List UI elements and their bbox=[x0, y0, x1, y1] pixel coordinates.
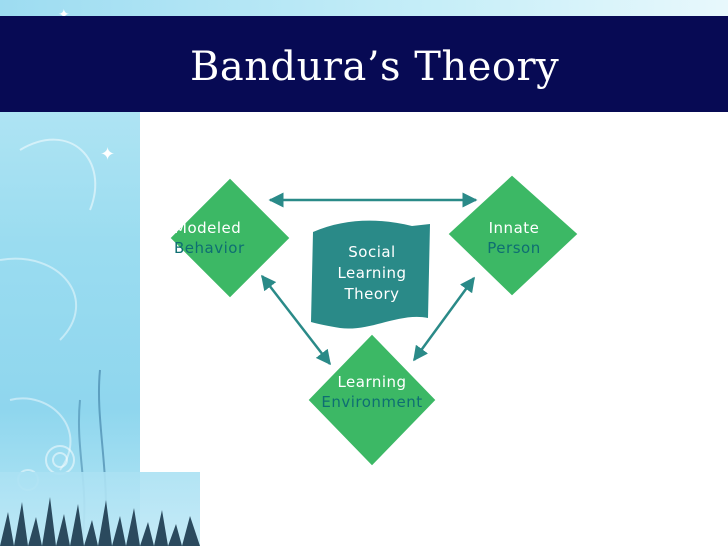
top-decoration-strip bbox=[0, 0, 728, 16]
node-modeled-behavior-label: Modeled Behavior bbox=[174, 218, 284, 258]
node-label-line2: Environment bbox=[321, 393, 423, 411]
node-label-line1: Innate bbox=[488, 219, 540, 237]
grass-decoration-icon bbox=[0, 497, 200, 546]
title-bar bbox=[0, 16, 728, 112]
sparkle-icon: ✦ bbox=[100, 144, 116, 165]
node-label-line2: Behavior bbox=[174, 239, 245, 257]
arrow-person-environment bbox=[412, 276, 476, 362]
social-learning-theory-scroll bbox=[311, 220, 430, 329]
diamond-innate-person bbox=[447, 174, 579, 297]
diamond-learning-environment bbox=[307, 333, 437, 467]
sparkle-icon: ✦ bbox=[58, 7, 70, 23]
node-label-line1: Modeled bbox=[174, 219, 242, 237]
diamond-modeled-behavior bbox=[169, 177, 291, 299]
slide-title: Bandura’s Theory bbox=[190, 44, 560, 90]
arrow-behavior-environment bbox=[261, 274, 331, 366]
node-label-line1: Learning bbox=[337, 373, 407, 391]
bottom-decoration-panel bbox=[0, 472, 200, 546]
node-innate-person-label: Innate Person bbox=[472, 218, 556, 258]
center-label: Social Learning Theory bbox=[337, 243, 407, 303]
node-label-line2: Person bbox=[487, 239, 541, 257]
node-learning-environment-label: Learning Environment bbox=[312, 372, 432, 412]
